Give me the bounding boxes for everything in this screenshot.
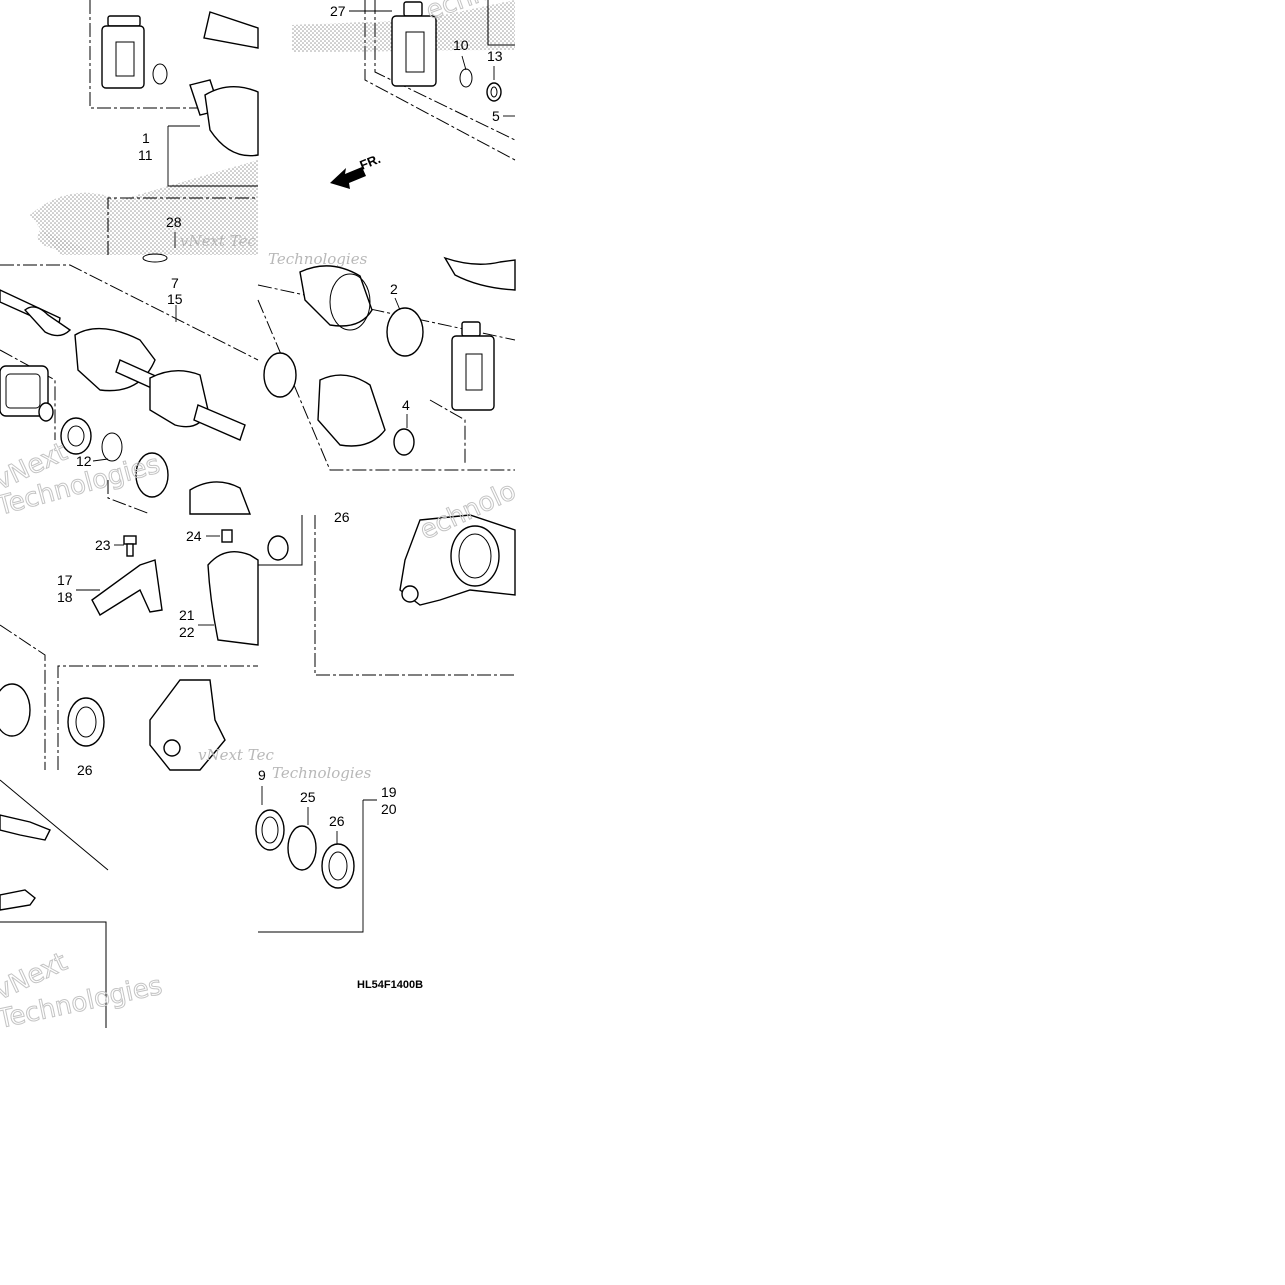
watermark-text: Technologies xyxy=(268,250,368,268)
bolt-icon xyxy=(221,529,233,543)
tile-lower-middle: 26 echnolo xyxy=(258,475,521,676)
watermark-text: vNext Tec xyxy=(198,746,274,764)
boot-icon xyxy=(299,265,373,331)
callout-23: 23 xyxy=(95,537,111,553)
callout-2: 2 xyxy=(390,281,398,297)
front-direction-arrow-icon xyxy=(330,167,366,189)
tile-lower-left: 23 24 17 18 21 22 26 vNe xyxy=(0,528,274,778)
callout-26: 26 xyxy=(77,762,93,778)
knuckle-icon xyxy=(149,679,226,771)
band-clamp-icon xyxy=(0,683,31,737)
bolt-icon xyxy=(123,535,137,557)
oil-seal-icon xyxy=(67,697,105,747)
tile-bottom-middle: Technologies 9 25 26 19 20 xyxy=(255,764,397,933)
band-clamp-icon xyxy=(393,428,415,456)
oil-bottle-icon xyxy=(101,15,145,89)
band-clamp-icon xyxy=(263,352,297,398)
tile-top-middle: 27 10 13 5 FR. echnolo xyxy=(292,0,529,189)
callout-21: 21 xyxy=(179,607,195,623)
diagram-code: HL54F1400B xyxy=(357,979,423,991)
snap-ring-icon xyxy=(287,825,317,871)
callout-12: 12 xyxy=(76,453,92,469)
callout-19: 19 xyxy=(381,784,397,800)
callout-4: 4 xyxy=(402,397,410,413)
oil-seal-icon xyxy=(321,843,355,889)
band-clamp-icon xyxy=(386,307,424,357)
drive-shaft-icon xyxy=(0,289,246,441)
callout-11: 11 xyxy=(138,147,153,163)
snap-ring-icon xyxy=(101,432,123,462)
dust-shield-icon xyxy=(91,559,163,616)
callout-5: 5 xyxy=(492,108,500,124)
outboard-joint-icon xyxy=(189,79,259,157)
tile-top-left: 1 11 28 vNext Tec xyxy=(30,0,259,263)
inner-race-icon xyxy=(0,365,49,417)
oil-seal-icon xyxy=(255,809,285,851)
callout-1: 1 xyxy=(142,130,150,146)
callout-9: 9 xyxy=(258,767,266,783)
knuckle-icon xyxy=(399,514,516,606)
callout-28: 28 xyxy=(166,214,182,230)
callout-15: 15 xyxy=(167,291,183,307)
callout-7: 7 xyxy=(171,275,179,291)
band-clamp-icon xyxy=(267,535,289,561)
callout-26: 26 xyxy=(334,509,350,525)
callout-27: 27 xyxy=(330,3,346,19)
direction-label: FR. xyxy=(358,151,383,173)
callout-24: 24 xyxy=(186,528,202,544)
callout-17: 17 xyxy=(57,572,73,588)
callout-22: 22 xyxy=(179,624,195,640)
callout-26: 26 xyxy=(329,813,345,829)
oil-bottle-icon xyxy=(391,1,437,87)
splash-guard-icon xyxy=(207,551,259,646)
circlip-icon xyxy=(38,402,54,422)
tile-middle-middle: Technologies 2 4 xyxy=(257,250,516,471)
tile-middle-left: 7 15 12 vNext Technologies xyxy=(0,264,259,523)
cage-icon xyxy=(60,417,92,455)
grease-bottle-icon xyxy=(451,321,495,411)
callout-18: 18 xyxy=(57,589,73,605)
bracket-icon xyxy=(0,814,51,911)
callout-13: 13 xyxy=(487,48,503,64)
boot-icon xyxy=(317,374,386,447)
tile-bottom-left: vNext Technologies xyxy=(0,779,165,1036)
callout-25: 25 xyxy=(300,789,316,805)
circlip-icon xyxy=(459,68,473,88)
band-clamp-icon xyxy=(135,452,169,498)
callout-10: 10 xyxy=(453,37,469,53)
circlip-icon xyxy=(152,63,168,85)
callout-20: 20 xyxy=(381,801,397,817)
washer-icon xyxy=(486,82,502,102)
watermark-text: vNext Tec xyxy=(180,232,256,250)
watermark-text: Technologies xyxy=(272,764,372,782)
